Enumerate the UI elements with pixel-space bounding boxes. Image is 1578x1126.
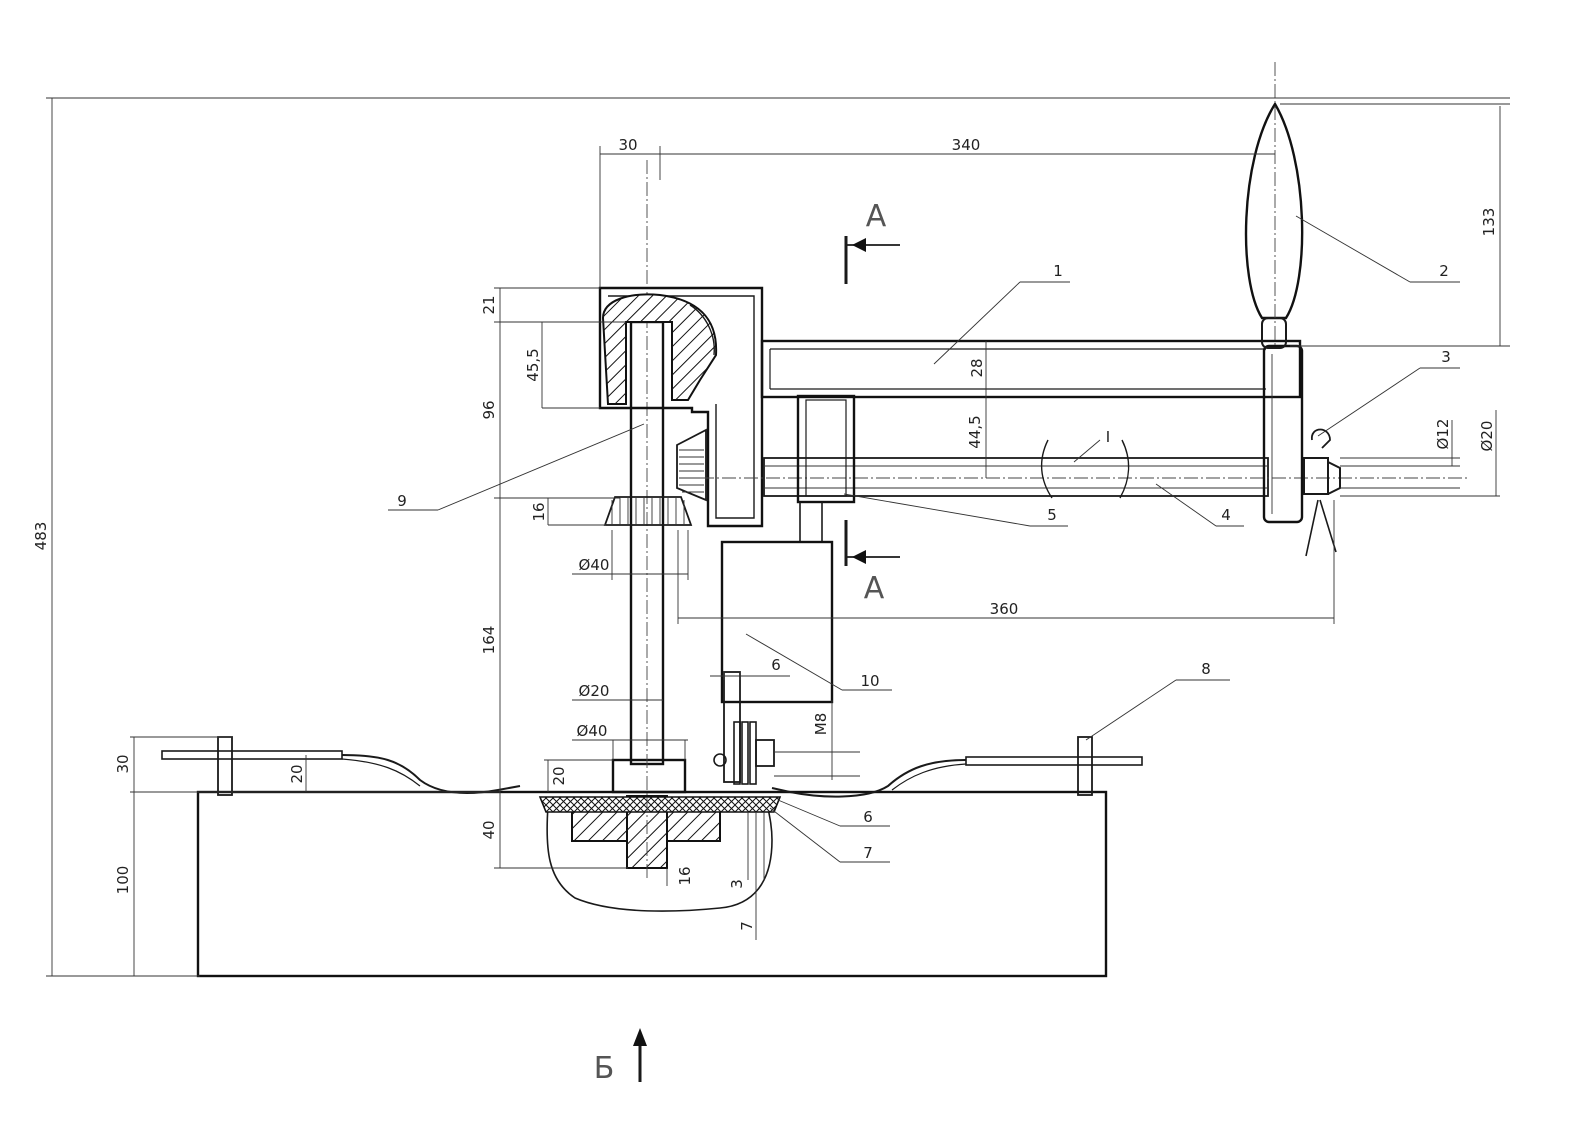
dim-96: 96 xyxy=(480,400,498,419)
break-mark-right xyxy=(1119,439,1130,499)
view-arrow-b xyxy=(633,1028,647,1082)
section-marker-a-bottom xyxy=(844,520,900,566)
dim-dia-40-lower: Ø40 xyxy=(577,722,608,740)
part-number-7: 7 xyxy=(863,844,873,862)
carriage xyxy=(796,394,856,542)
screw-rod xyxy=(700,457,1468,497)
bevel-gear-lower xyxy=(603,496,693,526)
part-number-10: 10 xyxy=(860,672,879,690)
handle-grip xyxy=(1244,62,1304,349)
clamp-right xyxy=(771,736,1143,798)
dim-7: 7 xyxy=(738,921,756,931)
dim-340: 340 xyxy=(952,136,981,154)
dim-360: 360 xyxy=(990,600,1019,618)
section-label-a-bottom: А xyxy=(864,571,885,606)
part-number-5: 5 xyxy=(1047,506,1057,524)
dim-40: 40 xyxy=(480,820,498,839)
break-mark-left xyxy=(1040,439,1053,499)
dim-30-top: 30 xyxy=(618,136,637,154)
dim-45-5: 45,5 xyxy=(524,348,542,381)
dim-21: 21 xyxy=(480,295,498,314)
dimension-lines xyxy=(46,97,1510,977)
dim-dia-20-shaft: Ø20 xyxy=(579,682,610,700)
nut-and-cotter xyxy=(1303,428,1341,557)
dim-dia-40-upper: Ø40 xyxy=(579,556,610,574)
table-recess-outline xyxy=(546,805,773,912)
dim-3: 3 xyxy=(728,879,746,889)
part-number-1: 1 xyxy=(1053,262,1063,280)
horizontal-arm xyxy=(760,339,1302,399)
part-number-4: 4 xyxy=(1221,506,1231,524)
cutter-head xyxy=(713,540,834,785)
housing-hatched-cap xyxy=(601,293,718,405)
section-label-a-top: А xyxy=(866,199,887,234)
dim-dia-20-right: Ø20 xyxy=(1478,421,1496,452)
dim-overall-483: 483 xyxy=(32,522,50,551)
part-number-9: 9 xyxy=(397,492,407,510)
dim-16-gear: 16 xyxy=(530,502,548,521)
part-number-8: 8 xyxy=(1201,660,1211,678)
bevel-gear-side xyxy=(676,428,707,502)
part-number-3: 3 xyxy=(1441,348,1451,366)
dim-133: 133 xyxy=(1480,208,1498,237)
dim-30-left: 30 xyxy=(114,754,132,773)
dim-28: 28 xyxy=(968,358,986,377)
dim-20-hub: 20 xyxy=(550,766,568,785)
mesh-layer xyxy=(538,796,782,813)
view-label-b: Б xyxy=(594,1051,615,1086)
dim-164: 164 xyxy=(480,626,498,655)
dim-20-left: 20 xyxy=(288,764,306,783)
dim-m8: M8 xyxy=(812,713,830,736)
dim-16-bottom: 16 xyxy=(676,866,694,885)
detail-label-i: I xyxy=(1106,428,1110,446)
dim-44-5: 44,5 xyxy=(966,415,984,448)
dim-6: 6 xyxy=(771,656,781,674)
clamp-left xyxy=(161,736,521,796)
part-number-2: 2 xyxy=(1439,262,1449,280)
dim-100: 100 xyxy=(114,866,132,895)
leader-lines xyxy=(388,215,1460,863)
dim-dia-12: Ø12 xyxy=(1434,419,1452,450)
end-plate xyxy=(1262,344,1304,524)
section-marker-a-top xyxy=(844,236,900,284)
part-number-6: 6 xyxy=(863,808,873,826)
